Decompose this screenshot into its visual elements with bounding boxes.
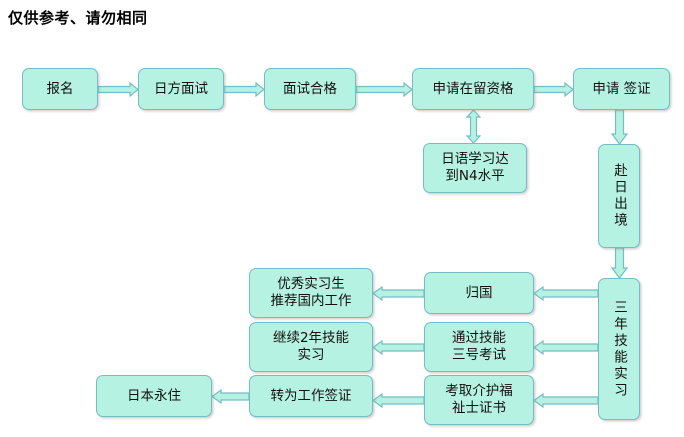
flow-node-continue-2y[interactable]: 继续2年技能 实习 [249, 322, 373, 372]
connector-exam3-to-continue [371, 339, 425, 355]
connector-residence-to-visa [533, 81, 574, 97]
flow-node-n4[interactable]: 日语学习达 到N4水平 [423, 143, 527, 193]
connector-apply-to-interview [97, 81, 139, 97]
flow-node-work-visa[interactable]: 转为工作签证 [249, 375, 373, 417]
page-title: 仅供参考、请勿相同 [8, 9, 148, 27]
flow-node-visa[interactable]: 申请 签证 [573, 68, 670, 110]
connector-threeyear-to-exam3 [532, 339, 599, 355]
flow-node-apply[interactable]: 报名 [22, 68, 98, 110]
connector-residence-n4 [465, 109, 481, 144]
flow-node-permanent[interactable]: 日本永住 [96, 375, 212, 417]
flow-node-jp-interview[interactable]: 日方面试 [138, 68, 224, 110]
connector-interview-to-pass [223, 81, 265, 97]
connector-workvisa-to-permanent [210, 388, 250, 404]
flow-node-care-cert[interactable]: 考取介护福 祉士证书 [424, 375, 534, 425]
connector-threeyear-to-return [532, 285, 599, 301]
connector-carecert-to-workvisa [371, 392, 425, 408]
connector-pass-to-residence [355, 81, 413, 97]
flow-node-return-home[interactable]: 归国 [424, 272, 534, 314]
flow-node-three-year[interactable]: 三年技能实习 [598, 278, 640, 420]
flow-node-depart[interactable]: 赴日出境 [598, 144, 640, 248]
flow-node-residence[interactable]: 申请在留资格 [412, 68, 534, 110]
flow-node-excellent[interactable]: 优秀实习生 推荐国内工作 [249, 268, 373, 318]
connector-threeyear-to-carecert [532, 392, 599, 408]
connector-return-to-excellent [371, 285, 425, 301]
connector-depart-to-threeyear [610, 247, 628, 279]
flow-node-interview-pass[interactable]: 面试合格 [264, 68, 356, 110]
flow-node-skill-exam3[interactable]: 通过技能 三号考试 [424, 322, 534, 372]
connector-visa-to-depart [610, 109, 628, 145]
